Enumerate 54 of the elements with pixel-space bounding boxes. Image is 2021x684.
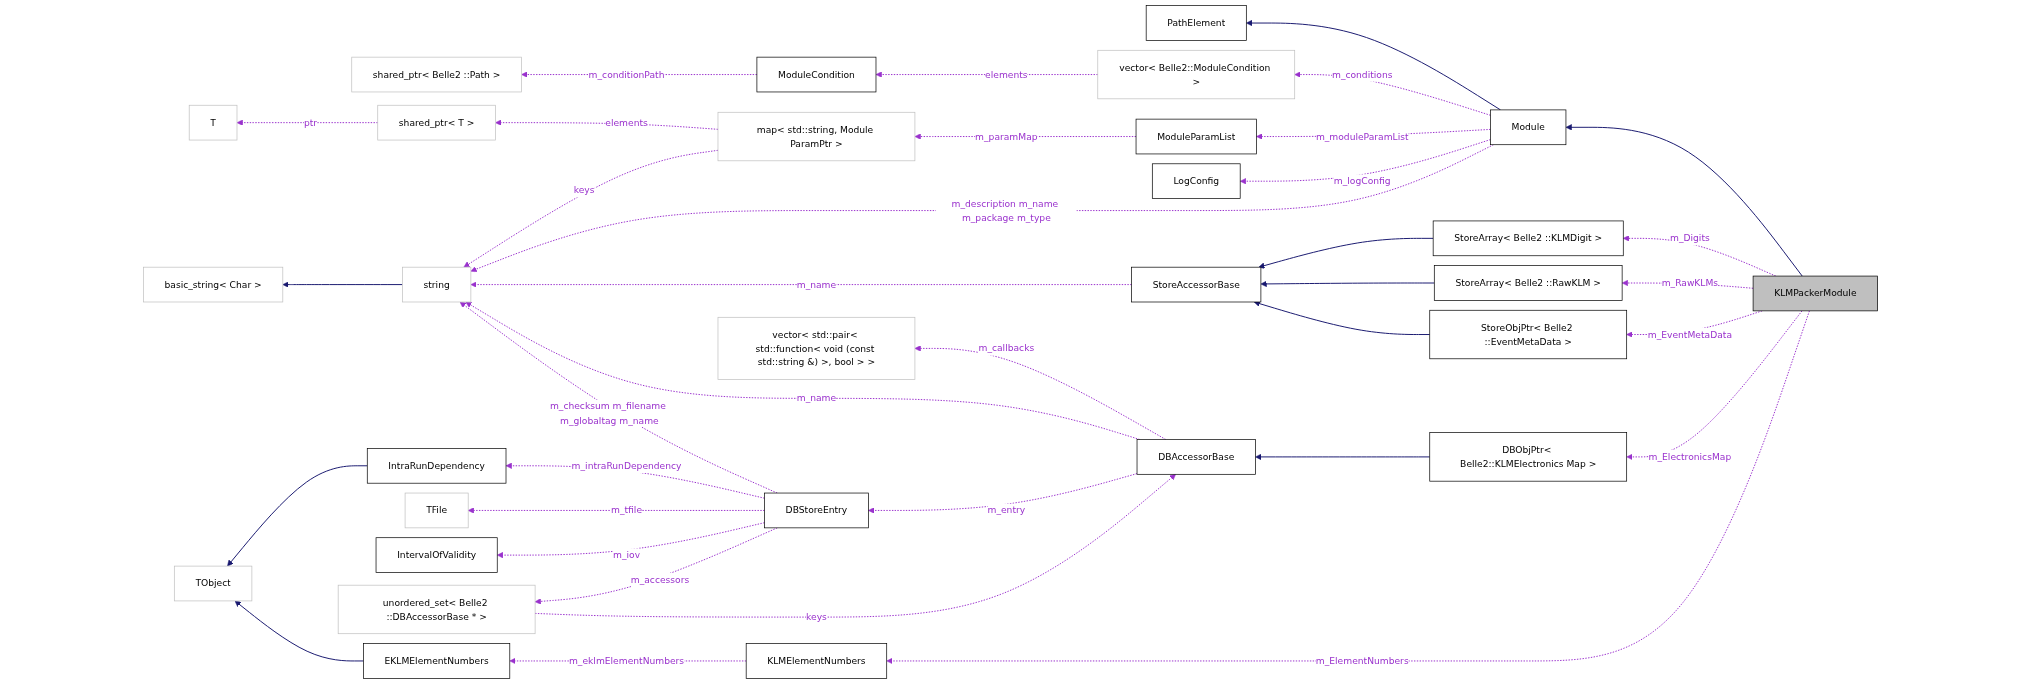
class-box: IntraRunDependency: [366, 448, 507, 484]
class-box: StoreAccessorBase: [1131, 266, 1262, 303]
class-box: string: [402, 266, 472, 303]
class-box: StoreObjPtr< Belle2 ::EventMetaData >: [1429, 309, 1628, 360]
class-box: unordered_set< Belle2 ::DBAccessorBase * >: [337, 584, 536, 635]
edge-label: elements: [985, 69, 1028, 80]
edge-label: m_conditions: [1331, 69, 1393, 80]
class-box: vector< Belle2::ModuleCondition >: [1097, 49, 1296, 100]
class-box: shared_ptr< Belle2 ::Path >: [351, 56, 522, 93]
edge-label: m_moduleParamList: [1315, 131, 1409, 142]
edge-label: m_accessors: [630, 574, 690, 586]
edge-label: m_intraRunDependency: [571, 460, 682, 471]
edge-label: m_tfile: [611, 505, 643, 516]
class-box: DBStoreEntry: [764, 492, 869, 529]
class-box: PathElement: [1145, 5, 1247, 41]
edge-label: m_Digits: [1670, 232, 1710, 244]
class-box: StoreArray< Belle2 ::KLMDigit >: [1432, 220, 1624, 257]
class-box: Module: [1490, 109, 1567, 146]
class-box: KLMElementNumbers: [745, 643, 888, 679]
class-box: TFile: [404, 492, 469, 529]
edge-label: m_logConfig: [1333, 175, 1391, 187]
class-box: StoreArray< Belle2 ::RawKLM >: [1433, 265, 1623, 301]
class-box: TObject: [173, 565, 253, 602]
edge-label: m_iov: [613, 549, 641, 561]
class-box: EKLMElementNumbers: [363, 643, 511, 679]
edge-label: m_ElementNumbers: [1315, 655, 1409, 667]
edge-label: m_paramMap: [975, 131, 1038, 142]
edge-label: elements: [605, 117, 648, 128]
edge-label: ptr: [303, 117, 318, 128]
class-box: ModuleCondition: [756, 56, 877, 93]
class-box: DBObjPtr< Belle2::KLMElectronics Map >: [1429, 432, 1628, 482]
edge-label: m_entry: [987, 505, 1026, 516]
edge-label: m_EventMetaData: [1647, 329, 1732, 340]
class-box: LogConfig: [1151, 163, 1241, 199]
class-box: DBAccessorBase: [1136, 439, 1256, 475]
edge-label: m_RawKLMs: [1661, 277, 1719, 289]
edge-label: m_conditionPath: [588, 69, 665, 80]
edge-label: m_name: [796, 392, 837, 404]
edge-label: m_checksum m_filename m_globaltag m_name: [549, 401, 666, 426]
edge-label: m_description m_name m_package m_type: [951, 198, 1059, 223]
class-box: basic_string< Char >: [143, 266, 284, 303]
class-box: ModuleParamList: [1135, 118, 1257, 155]
edge-label: m_callbacks: [978, 342, 1035, 354]
class-box: KLMPackerModule: [1752, 275, 1878, 312]
class-box: IntervalOfValidity: [375, 537, 498, 573]
edge-label: m_ElectronicsMap: [1648, 451, 1732, 463]
edge-label: keys: [573, 184, 595, 196]
class-box: shared_ptr< T >: [377, 104, 496, 141]
class-box: T: [188, 104, 238, 141]
edge-label: keys: [806, 611, 827, 623]
class-box: map< std::string, Module ParamPtr >: [717, 111, 916, 162]
edge-label: m_eklmElementNumbers: [568, 655, 685, 667]
edge-label: m_name: [796, 279, 837, 290]
class-box: vector< std::pair< std::function< void (const std::string &) >, bool > >: [717, 316, 916, 380]
